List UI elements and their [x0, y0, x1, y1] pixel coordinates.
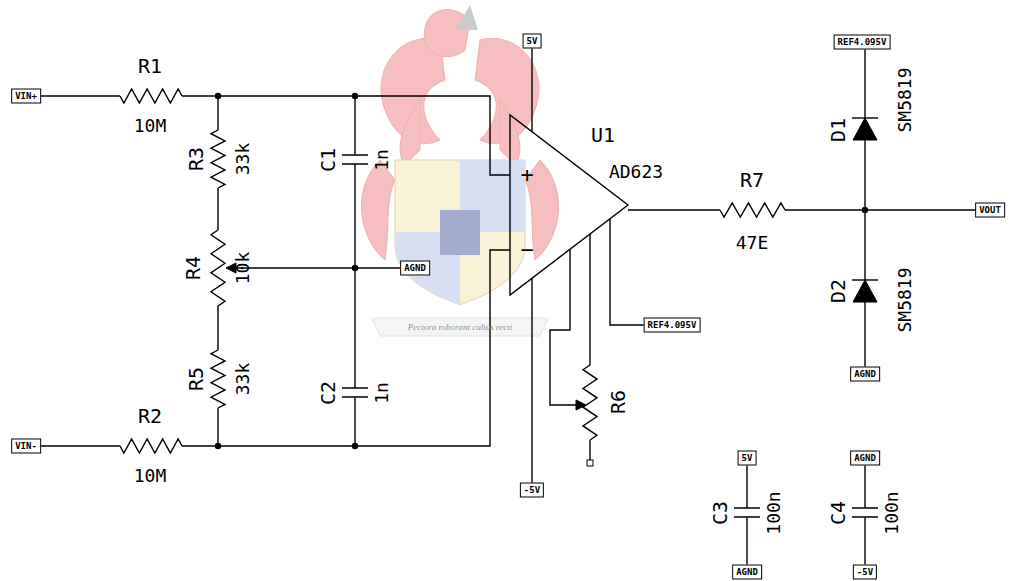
resistor-symbol: [211, 130, 225, 188]
resistor-symbol: [211, 350, 225, 408]
crest-banner: [372, 318, 548, 336]
junction-dot: [352, 443, 358, 449]
part-value: 1n: [373, 382, 391, 404]
crest-mantling: [361, 160, 395, 260]
wire: [217, 96, 218, 130]
open-terminal: [587, 460, 593, 466]
wiper-line: [234, 267, 400, 268]
resistor-symbol: [720, 203, 785, 217]
part-name: R2: [138, 406, 162, 426]
pin-sign: −: [520, 239, 533, 261]
supply-wire: [531, 278, 532, 490]
crest-shield: [395, 160, 525, 305]
net-label: AGND: [732, 565, 762, 580]
junction-dot: [215, 443, 221, 449]
resistor-symbol: [120, 439, 182, 453]
net-label: -5V: [520, 483, 544, 498]
part-value: 10k: [234, 252, 252, 285]
part-name: R4: [183, 256, 203, 280]
part-name: R6: [608, 390, 628, 414]
net-label: -5V: [853, 565, 877, 580]
part-value: SM5819: [896, 267, 914, 332]
wire: [864, 140, 865, 280]
capacitor-symbol: [734, 508, 760, 517]
resistor-symbol: [211, 230, 225, 306]
resistor-symbol: [583, 365, 597, 440]
part-name: R3: [186, 147, 206, 171]
wire: [217, 408, 218, 446]
junction-dot: [352, 265, 358, 271]
part-value: AD623: [609, 163, 663, 181]
net-label: REF4.095V: [834, 35, 891, 50]
crest-mantling: [400, 100, 420, 165]
crest-watermark: [361, 5, 558, 336]
wire: [354, 96, 355, 155]
part-name: C4: [828, 501, 848, 525]
part-name: C1: [318, 148, 338, 172]
wire: [628, 209, 720, 210]
capacitor-symbol: [342, 388, 368, 397]
part-name: R5: [186, 367, 206, 391]
supply-wire: [531, 41, 532, 132]
wire: [217, 188, 218, 230]
part-value: 33k: [234, 143, 252, 176]
part-name: D2: [828, 279, 848, 303]
diode-symbol: [853, 280, 877, 302]
part-value: 47E: [736, 234, 769, 252]
resistor-symbol: [120, 89, 182, 103]
capacitor-symbol: [342, 155, 368, 164]
part-value: 1n: [373, 149, 391, 171]
wire: [864, 42, 865, 118]
wire: [589, 440, 590, 460]
part-name: U1: [591, 125, 615, 145]
circuit: [26, 41, 992, 572]
wire: [182, 250, 510, 446]
net-label: VIN+: [11, 89, 41, 104]
ref-wire: [610, 219, 672, 325]
part-value: 100n: [883, 491, 901, 534]
net-label: 5V: [738, 451, 757, 466]
part-value: SM5819: [896, 67, 914, 132]
diode-symbol: [853, 118, 877, 140]
junction-dot: [215, 93, 221, 99]
wire: [217, 306, 218, 350]
crest-emblem: [440, 210, 480, 255]
wire: [182, 96, 510, 175]
gain-wire: [550, 249, 578, 405]
net-label: AGND: [850, 367, 880, 382]
wire: [864, 458, 865, 508]
net-label: REF4.095V: [644, 318, 701, 333]
crest-crest: [455, 5, 478, 30]
net-label: 5V: [523, 34, 542, 49]
wire: [746, 458, 747, 508]
part-name: D1: [828, 118, 848, 142]
part-value: 100n: [765, 491, 783, 534]
wire: [864, 302, 865, 374]
junction-dot: [352, 93, 358, 99]
part-name: C2: [318, 381, 338, 405]
part-name: C3: [710, 501, 730, 525]
part-name: R7: [740, 170, 764, 190]
pin-sign: +: [520, 164, 533, 186]
net-label: AGND: [400, 261, 430, 276]
part-value: 33k: [234, 363, 252, 396]
wire: [354, 164, 355, 388]
part-value: 10M: [134, 117, 167, 135]
wire: [785, 209, 992, 210]
watermark-motto: Pectora roborant cultus recti: [408, 323, 513, 332]
wire: [589, 234, 590, 365]
part-value: 10M: [134, 467, 167, 485]
capacitor-symbol: [852, 508, 878, 517]
wire: [354, 397, 355, 446]
net-label: VIN-: [11, 439, 41, 454]
net-label: AGND: [850, 451, 880, 466]
part-name: R1: [138, 56, 162, 76]
net-label: VOUT: [975, 203, 1005, 218]
